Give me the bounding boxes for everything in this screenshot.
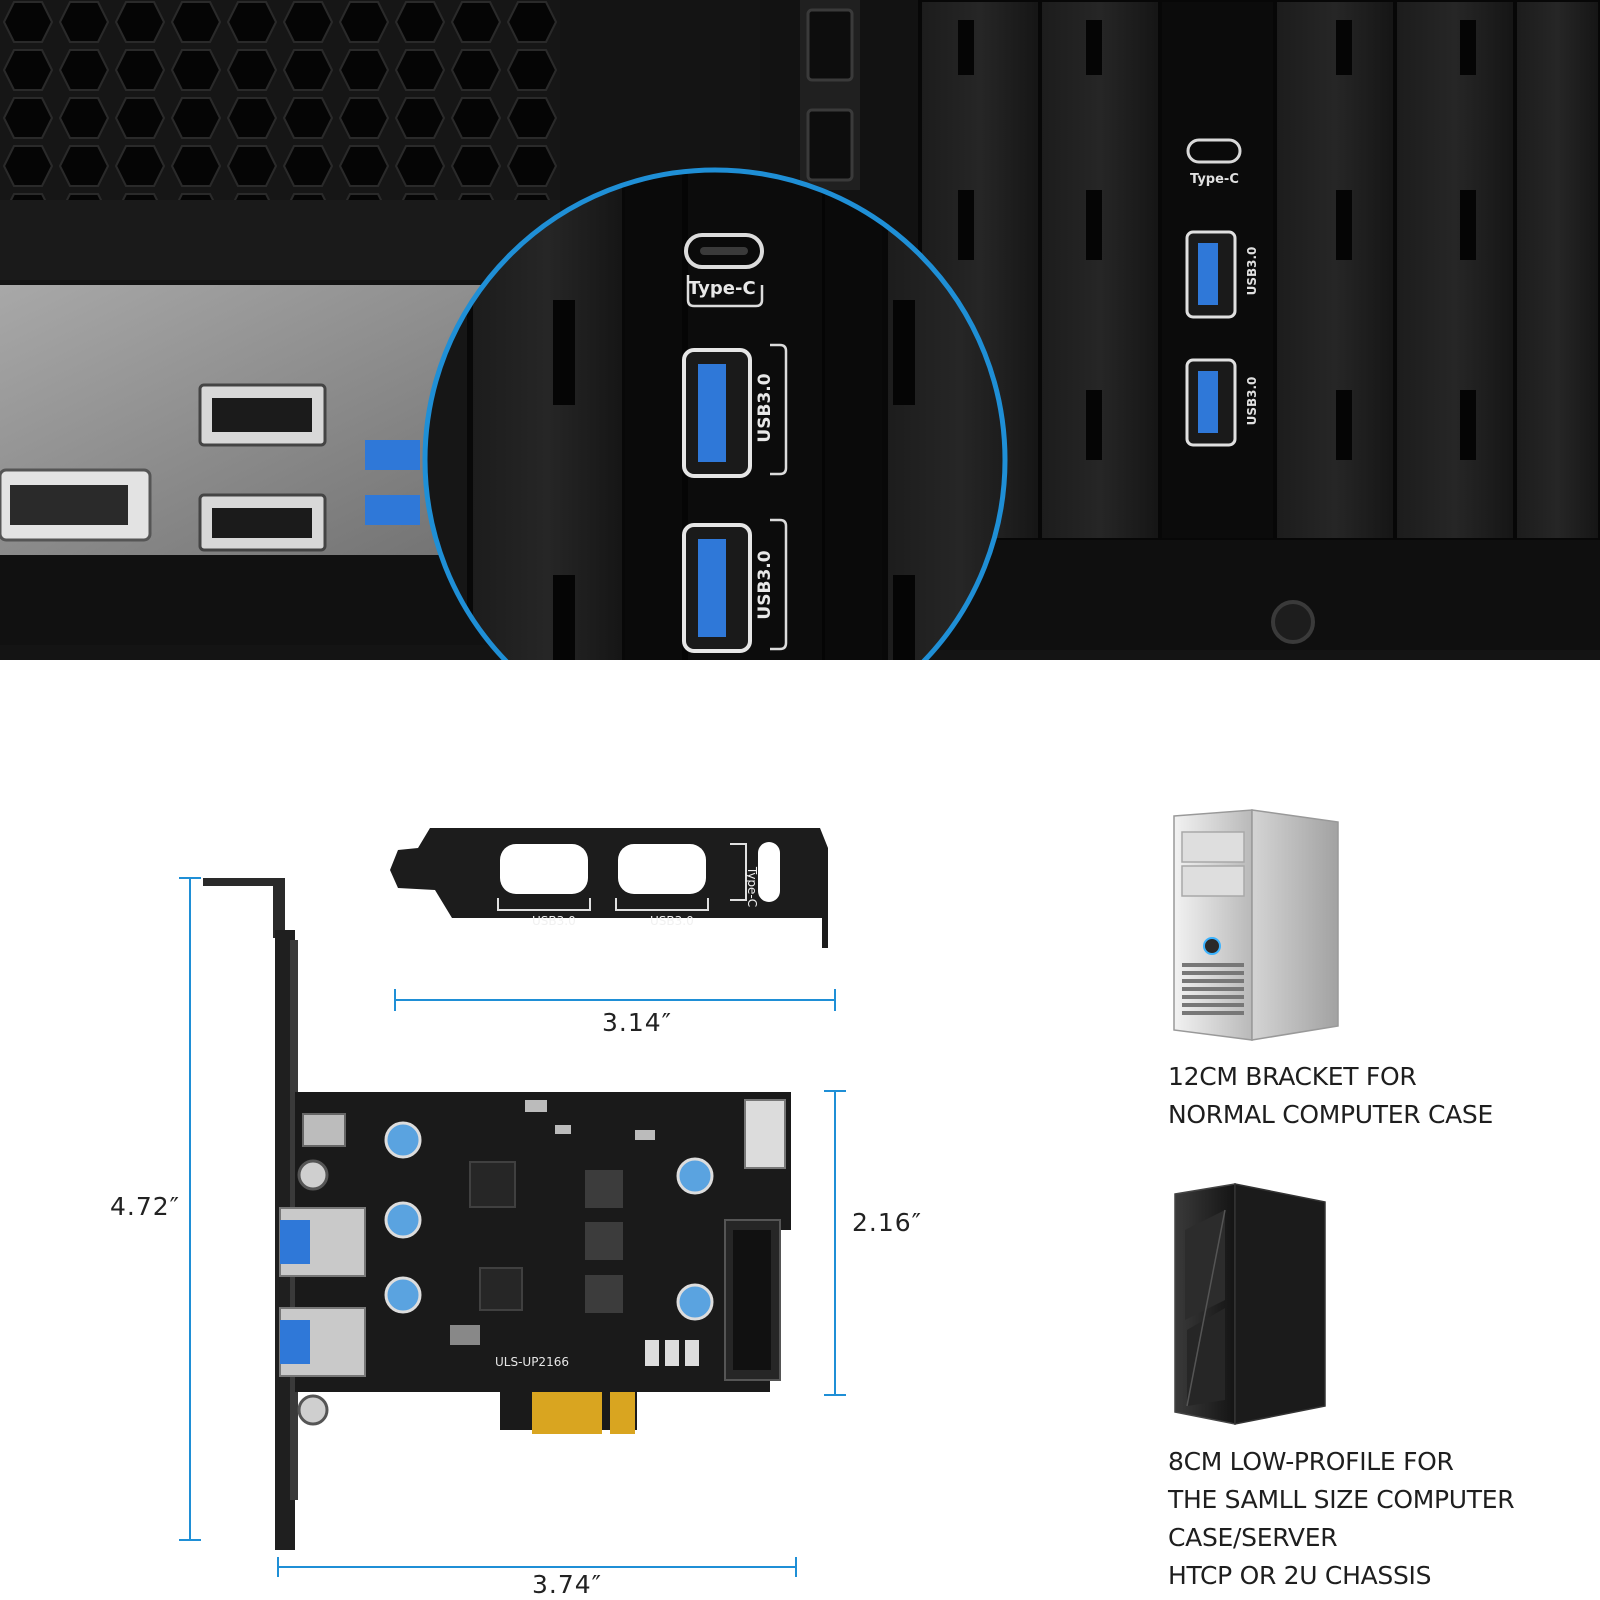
dimension-line-4-72 xyxy=(179,877,201,1541)
expansion-slot-covers xyxy=(918,0,1600,542)
caption-line: 12CM BRACKET FOR xyxy=(1168,1062,1417,1091)
pcb-model-marking: ULS-UP2166 xyxy=(495,1355,569,1369)
controller-chip xyxy=(479,1267,523,1311)
dimension-line-3-74 xyxy=(277,1557,797,1577)
small-tower-case xyxy=(1174,1183,1326,1425)
caption-line: CASE/SERVER xyxy=(1168,1523,1338,1552)
usb-c-port-small xyxy=(1186,138,1242,164)
caption-line: 8CM LOW-PROFILE FOR xyxy=(1168,1447,1454,1476)
type-c-label-small: Type-C xyxy=(1190,172,1239,187)
bracket-usb-label: USB3.0 xyxy=(532,914,576,928)
dimension-line-3-14 xyxy=(394,989,836,1011)
dimension-low-profile-width: 3.14″ xyxy=(602,1008,673,1037)
capacitor xyxy=(384,1121,422,1159)
normal-case-caption: 12CM BRACKET FOR NORMAL COMPUTER CASE xyxy=(1168,1058,1493,1134)
capacitor xyxy=(676,1283,714,1321)
onboard-usb-port xyxy=(365,495,420,525)
usb-label-large: USB3.0 xyxy=(755,550,775,620)
gold-fingers xyxy=(532,1392,635,1434)
controller-chip xyxy=(469,1161,516,1208)
caption-line: NORMAL COMPUTER CASE xyxy=(1168,1100,1493,1129)
capacitor xyxy=(384,1276,422,1314)
type-c-label-large: Type-C xyxy=(688,278,756,299)
dimension-board-height: 2.16″ xyxy=(852,1208,923,1237)
low-profile-case-caption: 8CM LOW-PROFILE FOR THE SAMLL SIZE COMPU… xyxy=(1168,1443,1515,1595)
dimension-full-height: 4.72″ xyxy=(110,1192,181,1221)
magnifier-ring xyxy=(422,167,1008,660)
capacitor xyxy=(384,1201,422,1239)
magnified-inset xyxy=(425,170,1005,660)
power-button-icon xyxy=(1203,937,1221,955)
pcb-type-c-port xyxy=(302,1113,346,1147)
normal-tower-case xyxy=(1173,809,1339,1041)
low-profile-bracket xyxy=(390,828,828,948)
bracket-screw xyxy=(297,1159,329,1191)
fan-mesh xyxy=(0,0,560,200)
usb-label-small: USB3.0 xyxy=(1245,376,1259,426)
dimension-line-2-16 xyxy=(824,1090,846,1396)
usb-label-large: USB3.0 xyxy=(755,373,775,443)
case-screw xyxy=(1271,600,1315,644)
capacitor xyxy=(676,1157,714,1195)
caption-line: THE SAMLL SIZE COMPUTER xyxy=(1168,1485,1515,1514)
onboard-usb-port xyxy=(365,440,420,470)
bracket-usb-label: USB3.0 xyxy=(650,914,694,928)
dimension-board-width: 3.74″ xyxy=(532,1570,603,1599)
usb-label-small: USB3.0 xyxy=(1245,246,1259,296)
bracket-screw xyxy=(297,1394,329,1426)
caption-line: HTCP OR 2U CHASSIS xyxy=(1168,1561,1432,1590)
case-rear-photo xyxy=(0,0,1600,660)
pcie-usb-card xyxy=(203,878,791,1550)
